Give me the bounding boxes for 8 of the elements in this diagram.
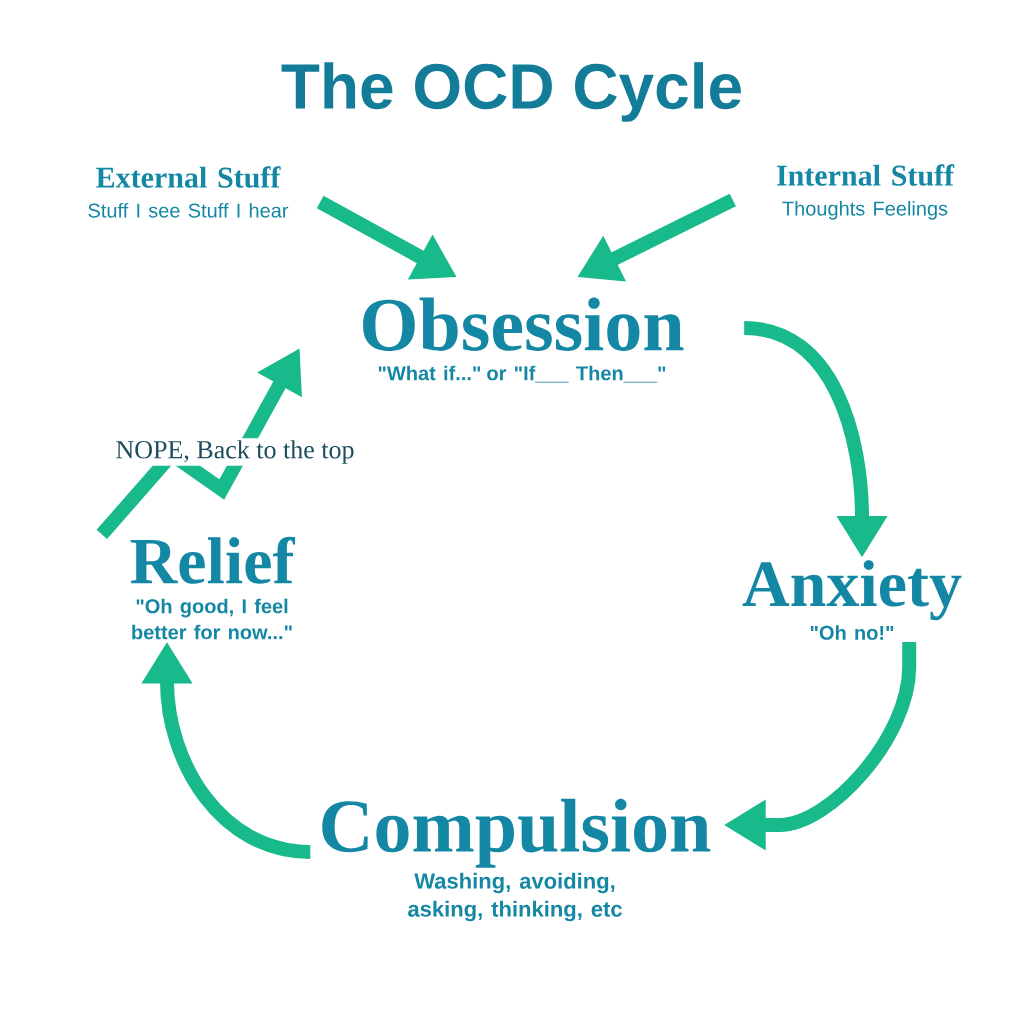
stage-label: External Stuff Stuff I see Stuff I hear [88, 166, 289, 218]
stage-label: Internal Stuff Thoughts Feelings [776, 164, 955, 220]
stage-label: Anxiety "Oh no!" [742, 560, 962, 640]
stage-label: Obsession "What if..." or "If___ Then___" [363, 297, 684, 383]
stage-label: Relief "Oh good, I feel better for now..." [130, 536, 296, 640]
stage-label: Compulsion Washing, avoiding, asking, thinking, etc [322, 798, 711, 922]
title: The OCD Cycle [281, 62, 741, 122]
edge-label: NOPE, Back to the top [113, 438, 357, 466]
